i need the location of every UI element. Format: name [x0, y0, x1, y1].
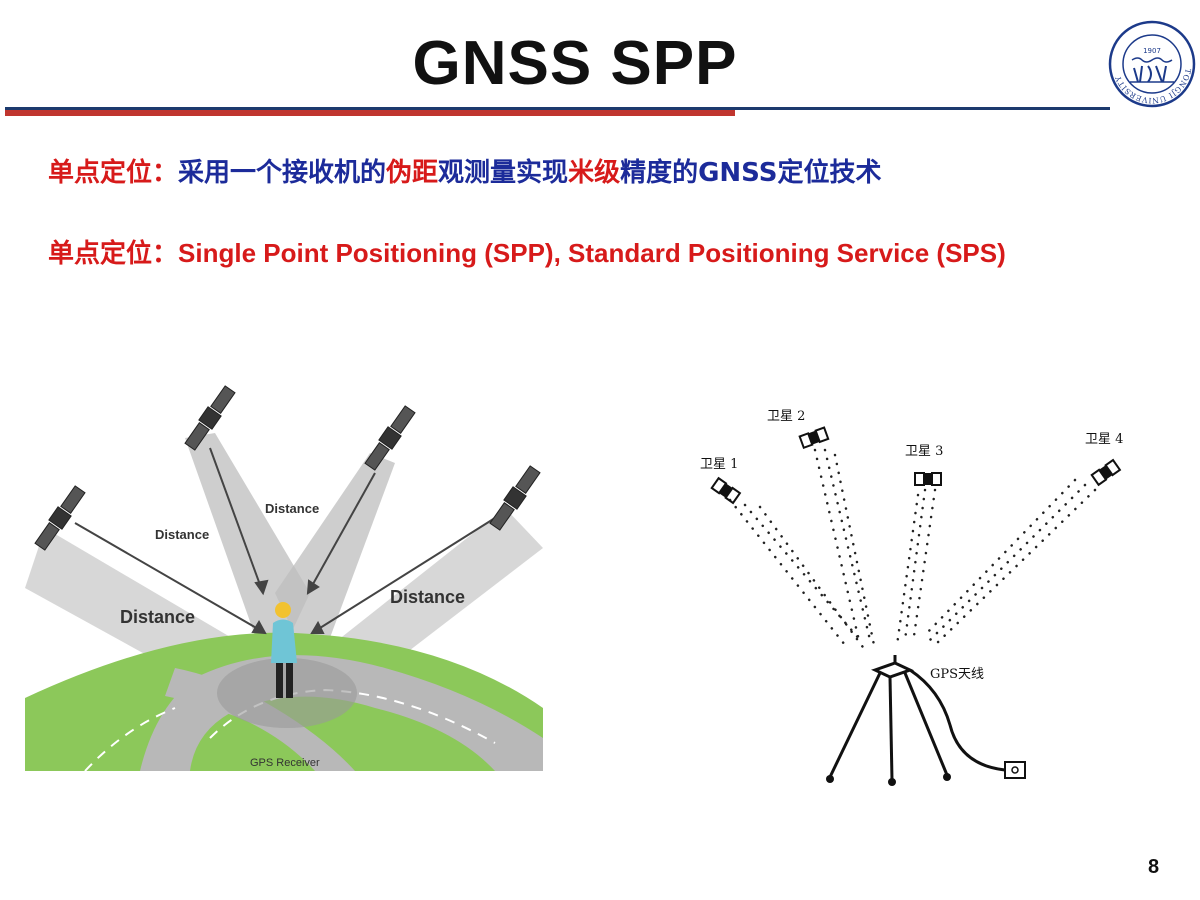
person-icon — [271, 602, 297, 698]
definition-highlight-meter-level: 米级 — [568, 158, 621, 188]
logo-year: 1907 — [1143, 47, 1161, 55]
definition-part-3: 精度的GNSS定位技术 — [620, 158, 882, 188]
slide-title: GNSS SPP — [412, 29, 738, 98]
definition-chinese: 单点定位：采用一个接收机的伪距观测量实现米级精度的GNSS定位技术 — [48, 152, 881, 189]
four-satellite-diagram: 卫星 1 卫星 2 卫星 3 卫星 4 GPS天线 — [685, 405, 1150, 790]
receiver-box-icon — [1004, 761, 1026, 779]
gps-receiver-illustration: Distance Distance Distance Distance GPS … — [25, 378, 543, 771]
definition-label: 单点定位： — [48, 158, 179, 188]
definition-highlight-pseudorange: 伪距 — [386, 158, 439, 188]
definition-part-2: 观测量实现 — [438, 158, 569, 188]
page-number: 8 — [1148, 856, 1160, 878]
title-underline-navy — [5, 107, 1110, 110]
distance-label: Distance — [120, 607, 195, 627]
definition-english: 单点定位：Single Point Positioning (SPP), Sta… — [48, 233, 1006, 270]
distance-label: Distance — [390, 587, 465, 607]
satellite-label: 卫星 2 — [767, 409, 805, 424]
satellite-label: 卫星 1 — [700, 457, 738, 472]
title-underline-red — [5, 110, 735, 116]
tongji-university-logo: TONGJI UNIVERSITY 1907 — [1108, 20, 1196, 108]
gps-receiver-label: GPS Receiver — [250, 757, 320, 769]
distance-label: Distance — [265, 501, 319, 516]
distance-label: Distance — [155, 527, 209, 542]
satellite-label: 卫星 3 — [905, 444, 943, 459]
definition-label: 单点定位： — [48, 239, 179, 269]
satellite-label: 卫星 4 — [1085, 432, 1123, 447]
antenna-label: GPS天线 — [930, 667, 984, 682]
definition-english-text: Single Point Positioning (SPP), Standard… — [178, 238, 1006, 268]
definition-part-1: 采用一个接收机的 — [178, 158, 387, 188]
